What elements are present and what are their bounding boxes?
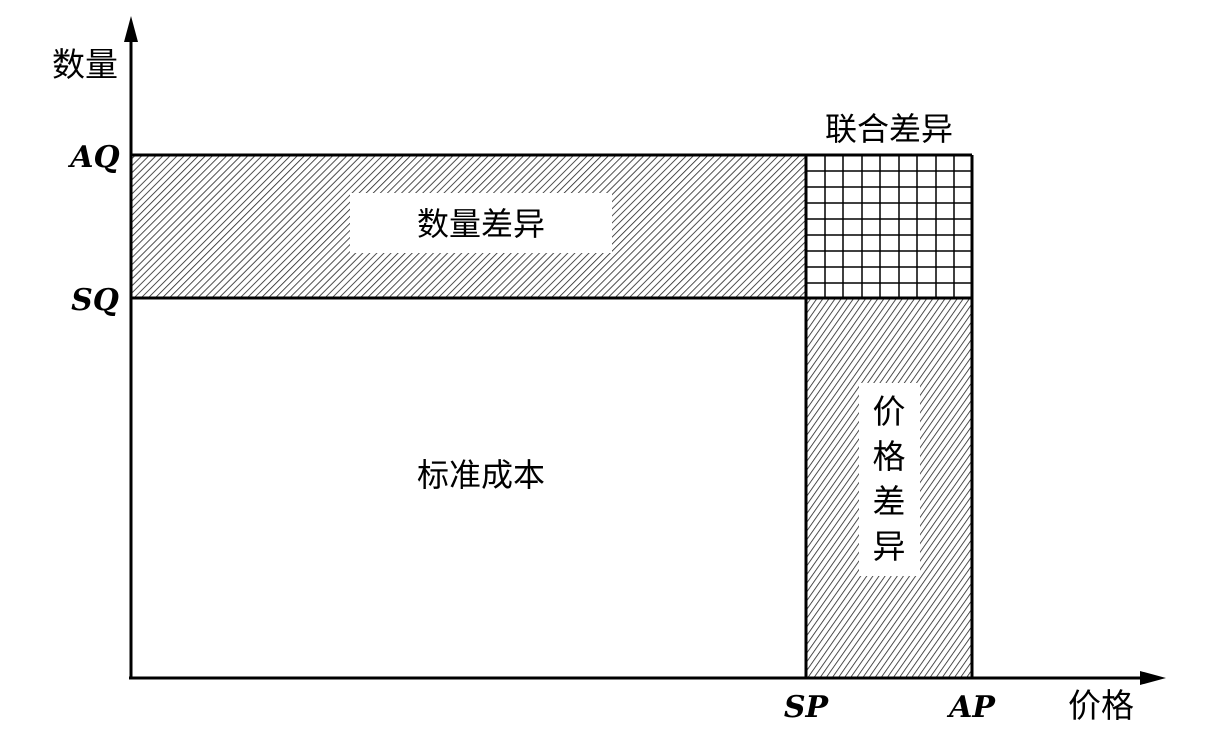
y-axis-arrow-icon: [124, 16, 138, 42]
price-variance-char-1: 价: [873, 392, 906, 431]
quantity-variance-label-box: [350, 193, 612, 253]
price-variance-char-2: 格: [873, 437, 906, 476]
y-axis-label: 数量: [52, 45, 118, 84]
standard-cost-label: 标准成本: [417, 456, 545, 494]
y-tick-sq: SQ: [71, 283, 119, 318]
price-variance-char-3: 差: [873, 482, 906, 521]
y-tick-aq: AQ: [67, 140, 119, 175]
x-axis-label: 价格: [1068, 686, 1134, 725]
joint-variance-label: 联合差异: [825, 110, 953, 148]
joint-variance-grid: [806, 155, 972, 298]
price-variance-char-4: 异: [873, 527, 906, 566]
x-axis-arrow-icon: [1140, 671, 1166, 685]
region-borders: [131, 153, 974, 678]
x-tick-ap: AP: [946, 690, 996, 725]
price-variance-label-box: [859, 383, 920, 576]
quantity-variance-label: 数量差异: [417, 205, 545, 243]
x-tick-sp: SP: [784, 690, 830, 725]
